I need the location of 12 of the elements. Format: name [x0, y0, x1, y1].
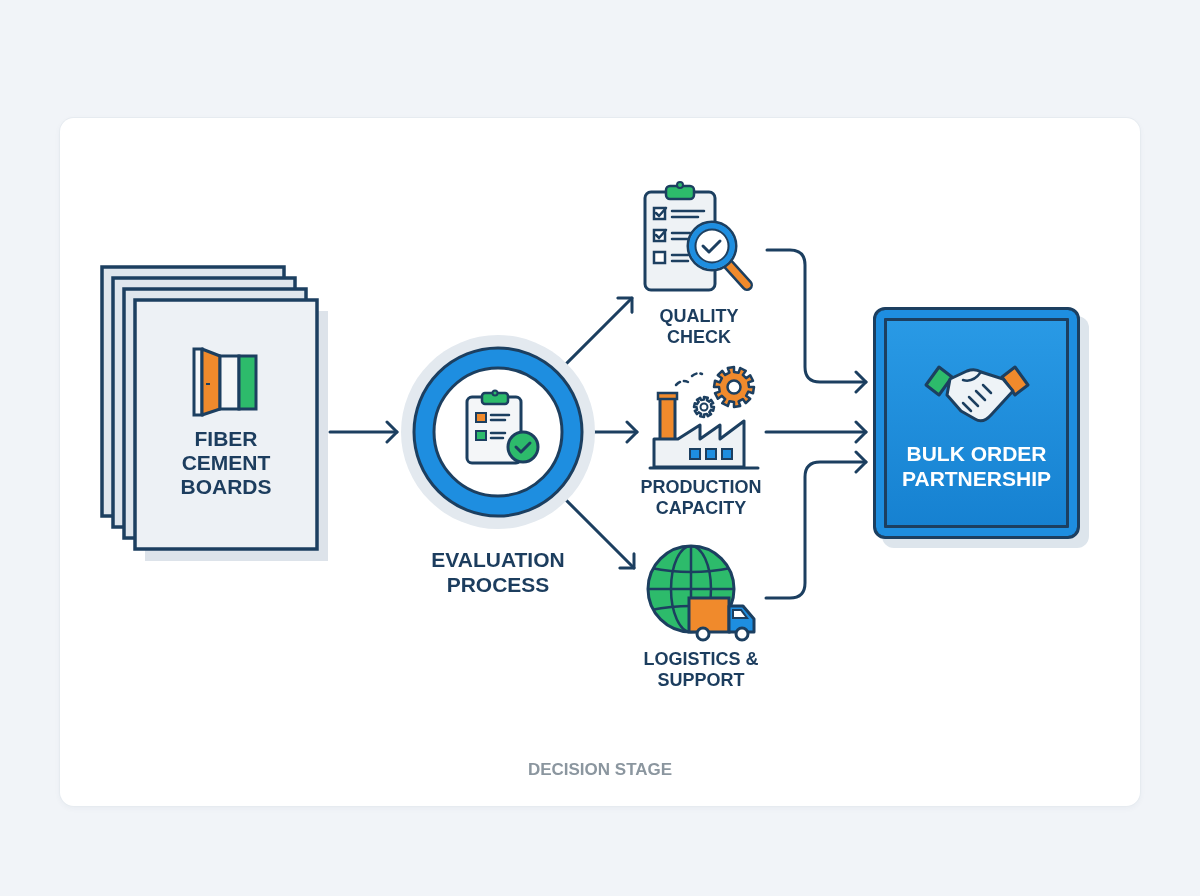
node-label: LOGISTICS & SUPPORT	[642, 649, 760, 691]
arrow	[765, 248, 868, 394]
node-label: FIBER CEMENT BOARDS	[179, 427, 273, 499]
node-label: PRODUCTION CAPACITY	[639, 477, 763, 519]
node-label: QUALITY CHECK	[658, 306, 740, 348]
arrow	[328, 420, 399, 444]
arrow	[764, 450, 868, 600]
stage-label: DECISION STAGE	[526, 760, 674, 780]
node-label: BULK ORDER PARTNERSHIP	[901, 441, 1052, 491]
arrow	[764, 420, 868, 444]
node-label: EVALUATION PROCESS	[430, 547, 566, 597]
stage-panel	[60, 118, 1140, 806]
